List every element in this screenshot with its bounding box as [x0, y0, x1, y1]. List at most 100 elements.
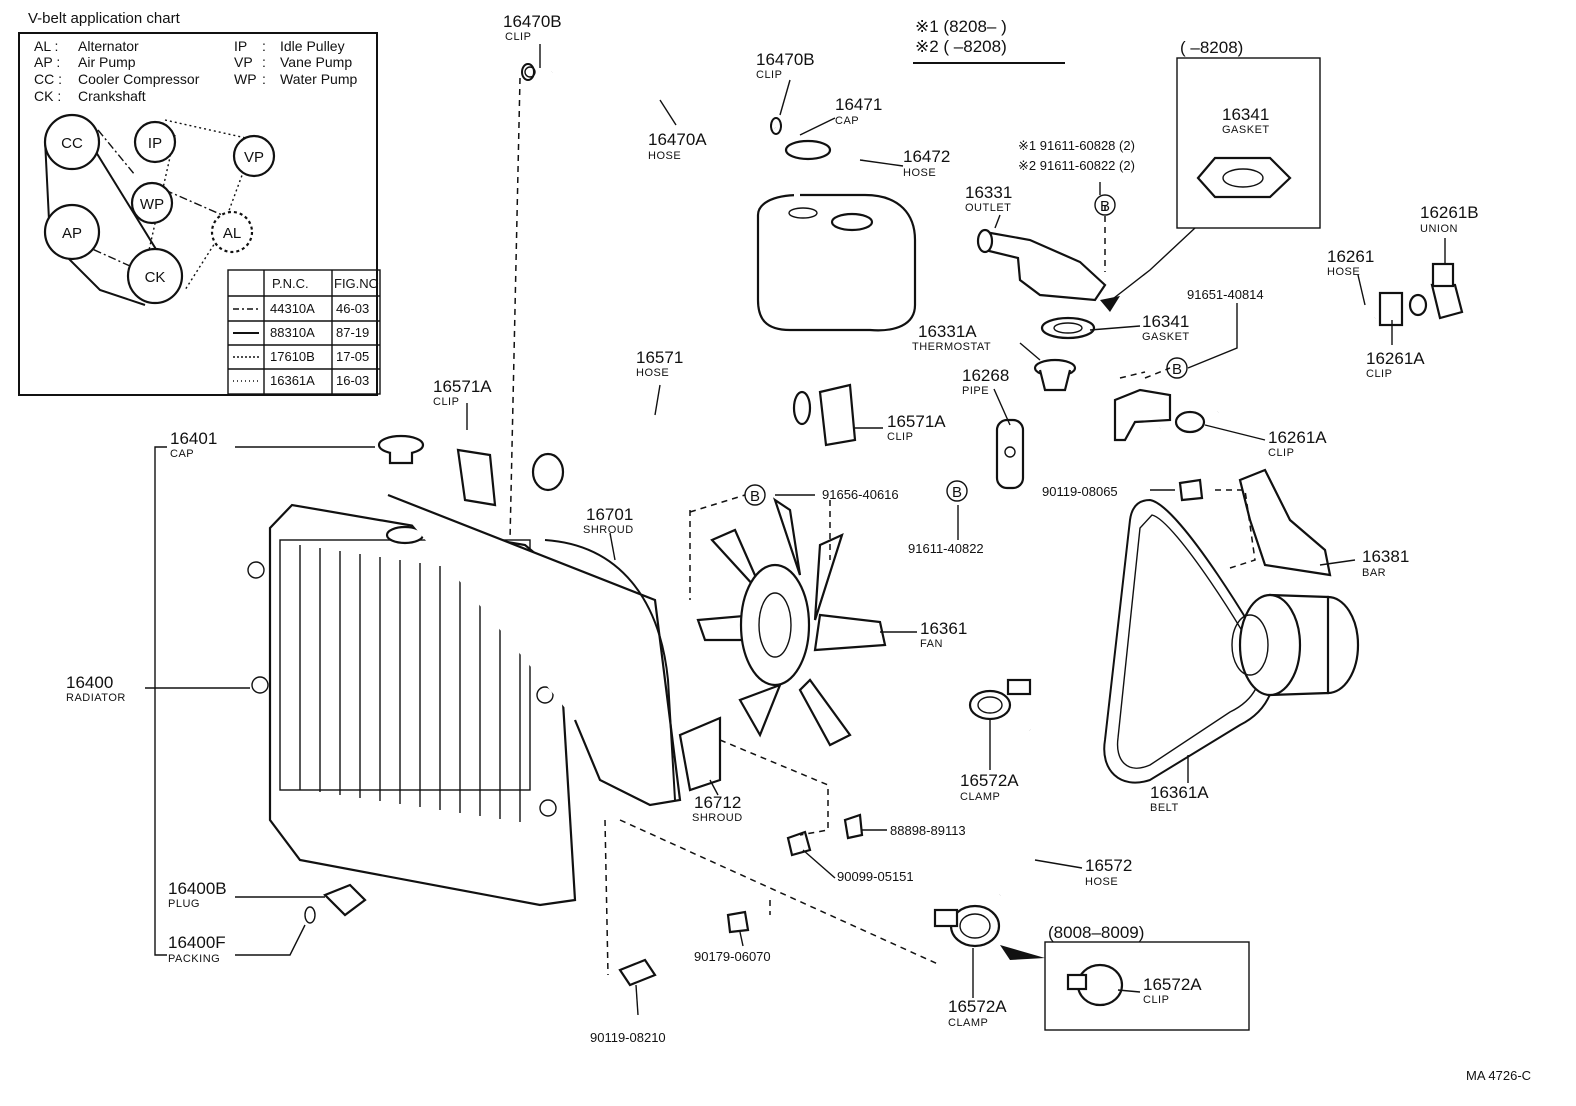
callout-name-16261a-lower: CLIP [1268, 447, 1294, 459]
dashed-connectors [509, 77, 1256, 976]
callout-pn-16571a-right: 16571A [887, 412, 946, 431]
pulley-ap: AP [43, 203, 101, 261]
callout-pn-91651-40814: 91651-40814 [1187, 287, 1264, 302]
callout-pn-90119-08210: 90119-08210 [590, 1030, 666, 1045]
legend-code-wp: WP [234, 71, 257, 87]
callout-name-16401: CAP [170, 448, 194, 460]
table-row-2-pnc: 88310A [270, 325, 315, 340]
ref-marker-b-3: B [744, 484, 766, 506]
ref-marker-b-1: B [1094, 194, 1116, 216]
legend-code-vp: VP [234, 54, 253, 70]
box-bottom-label: (8008–8009) [1048, 923, 1144, 942]
legend-sep-vp: : [262, 54, 266, 70]
callout-name-16331a: THERMOSTAT [912, 341, 991, 353]
callout-pn-16400f: 16400F [168, 933, 226, 952]
legend-desc-vp: Vane Pump [280, 54, 352, 70]
box-top-label: ( –8208) [1180, 38, 1243, 57]
callout-pn-16712: 16712 [694, 793, 741, 812]
callout-pn-16701: 16701 [586, 505, 633, 524]
callout-name-16361a: BELT [1150, 802, 1179, 814]
table-row-4-pnc: 16361A [270, 373, 315, 388]
callout-pn-16470b-mid: 16470B [756, 50, 815, 69]
callout-name-16571a-right: CLIP [887, 431, 913, 443]
vbelt-chart-title: V-belt application chart [28, 10, 181, 27]
water-outlet-drawing [976, 228, 1107, 302]
callout-pn-16470a: 16470A [648, 130, 707, 149]
vbelt-chart: V-belt application chart AL : Alternator… [18, 10, 381, 396]
callout-pn-90119-08065: 90119-08065 [1042, 484, 1118, 499]
callout-pn-16572a-clip: 16572A [1143, 975, 1202, 994]
callout-name-16571: HOSE [636, 367, 669, 379]
legend-sep-wp: : [262, 71, 266, 87]
svg-text:WP: WP [140, 196, 164, 213]
callout-pn-16400: 16400 [66, 673, 113, 692]
lower-hose-drawing [990, 714, 1104, 908]
callout-name-16712: SHROUD [692, 812, 743, 824]
part-drawings: ( –8208) [247, 38, 1464, 1031]
callout-labels: 16470B CLIP 16470B CLIP 16470A HOSE 1647… [66, 12, 1479, 1045]
svg-text:IP: IP [148, 135, 162, 152]
callout-pn-16341-lower: 16341 [1142, 312, 1189, 331]
callout-name-16341-lower: GASKET [1142, 331, 1190, 343]
callout-pn-16470b-top: 16470B [503, 12, 562, 31]
pulley-wp: WP [130, 181, 174, 225]
table-header-pnc: P.N.C. [272, 276, 309, 291]
svg-text:CC: CC [61, 135, 83, 152]
small-fasteners [304, 66, 1204, 987]
callout-name-16470b-top: CLIP [505, 31, 531, 43]
callout-pn-16261a-lower: 16261A [1268, 428, 1327, 447]
svg-text:B: B [1100, 198, 1110, 215]
legend-desc-ip: Idle Pulley [280, 38, 345, 54]
callout-pn-16571a-left: 16571A [433, 377, 492, 396]
svg-text:B: B [1172, 361, 1182, 378]
callout-pn-16261: 16261 [1327, 247, 1374, 266]
callout-pn-91656-40616: 91656-40616 [822, 487, 899, 502]
svg-text:VP: VP [244, 149, 264, 166]
pulley-vp: VP [232, 134, 276, 178]
thermostat-drawing [1033, 358, 1077, 392]
drawing-code: MA 4726-C [1466, 1068, 1531, 1083]
svg-text:B: B [750, 488, 760, 505]
callout-name-16571a-left: CLIP [433, 396, 459, 408]
fan-shroud-drawing [387, 493, 682, 807]
alternator-drawing [1231, 468, 1360, 697]
svg-text:AP: AP [62, 225, 82, 242]
callout-pn-16331a: 16331A [918, 322, 977, 341]
leader-lines [145, 44, 1446, 1016]
callout-pn-16268: 16268 [962, 366, 1009, 385]
fan-drawing [696, 497, 887, 747]
callout-pn-16572a-lower: 16572A [948, 997, 1007, 1016]
callout-name-16261a-upper: CLIP [1366, 368, 1392, 380]
callout-name-16470a: HOSE [648, 150, 681, 162]
callout-pn-16472: 16472 [903, 147, 950, 166]
callout-name-16361: FAN [920, 638, 943, 650]
callout-name-16331: OUTLET [965, 202, 1011, 214]
callout-pn-16331: 16331 [965, 183, 1012, 202]
legend-code-ap: AP : [34, 54, 60, 70]
callout-name-16341-box: GASKET [1222, 124, 1270, 136]
callout-name-16701: SHROUD [583, 524, 634, 536]
callout-pn-91611-60822: ※2 91611-60822 (2) [1018, 158, 1135, 173]
gasket-box: ( –8208) [1100, 38, 1321, 312]
legend-code-al: AL : [34, 38, 58, 54]
callout-name-16572a-lower: CLAMP [948, 1017, 988, 1029]
callout-pn-90179-06070: 90179-06070 [694, 949, 771, 964]
callout-name-16472: HOSE [903, 167, 936, 179]
legend-code-ck: CK : [34, 88, 61, 104]
callout-pn-16341-box: 16341 [1222, 105, 1269, 124]
lower-clamp-drawing [933, 904, 1001, 948]
table-row-2-fig: 87-19 [336, 325, 369, 340]
svg-text:CK: CK [145, 269, 166, 286]
callout-name-16381: BAR [1362, 567, 1386, 579]
callout-name-16261b: UNION [1420, 223, 1458, 235]
callout-name-16572a-upper: CLAMP [960, 791, 1000, 803]
pulley-ip: IP [133, 120, 177, 164]
table-row-3-pnc: 17610B [270, 349, 315, 364]
reference-markers: B B B B [744, 194, 1188, 506]
vbelt-chart-frame [18, 32, 378, 396]
callout-name-16470b-mid: CLIP [756, 69, 782, 81]
water-pipe-drawing [995, 388, 1206, 490]
applicability-notes: ※1 (8208– ) ※2 ( –8208) [913, 17, 1065, 64]
callout-pn-16361: 16361 [920, 619, 967, 638]
